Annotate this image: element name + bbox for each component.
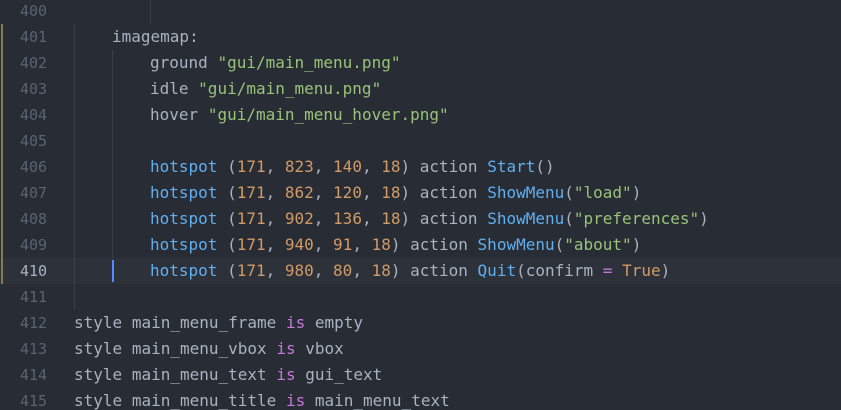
gutter: 402 [0, 50, 58, 76]
modified-marker [1, 50, 3, 76]
text-cursor [112, 260, 114, 282]
line-number: 401 [20, 28, 48, 46]
code-text: idle "gui/main_menu.png" [150, 79, 382, 98]
modified-marker [1, 258, 3, 284]
code-text: hotspot (171, 980, 80, 18) action Quit(c… [150, 261, 671, 280]
indent-guide [112, 76, 113, 102]
code-line[interactable]: 402 ground "gui/main_menu.png" [0, 50, 841, 76]
indent-guide [112, 50, 113, 76]
indent-guide [74, 180, 75, 206]
code-line[interactable]: 412 style main_menu_frame is empty [0, 310, 841, 336]
code-line[interactable]: 415 style main_menu_title is main_menu_t… [0, 388, 841, 410]
gutter: 400 [0, 0, 58, 24]
gutter: 410 [0, 258, 58, 284]
indent-guide [112, 180, 113, 206]
line-number: 402 [20, 54, 48, 72]
gutter: 403 [0, 76, 58, 102]
code-line[interactable]: 406 hotspot (171, 823, 140, 18) action S… [0, 154, 841, 180]
modified-marker [1, 180, 3, 206]
code-text: hover "gui/main_menu_hover.png" [150, 105, 449, 124]
indent-guide [74, 206, 75, 232]
code-line[interactable]: 414 style main_menu_text is gui_text [0, 362, 841, 388]
modified-marker [1, 206, 3, 232]
line-number: 406 [20, 158, 48, 176]
modified-marker [1, 24, 3, 50]
code-line[interactable]: 411 [0, 284, 841, 310]
gutter: 409 [0, 232, 58, 258]
gutter: 408 [0, 206, 58, 232]
gutter: 401 [0, 24, 58, 50]
line-number: 405 [20, 132, 48, 150]
code-text: style main_menu_text is gui_text [74, 365, 383, 384]
indent-guide [74, 76, 75, 102]
gutter: 415 [0, 388, 58, 410]
modified-marker [1, 76, 3, 102]
indent-guide [74, 128, 75, 154]
line-number: 410 [20, 262, 48, 280]
code-line[interactable]: 400 [0, 0, 841, 24]
gutter: 413 [0, 336, 58, 362]
line-number: 409 [20, 236, 48, 254]
code-text: style main_menu_title is main_menu_text [74, 391, 450, 410]
gutter: 407 [0, 180, 58, 206]
code-text: ground "gui/main_menu.png" [150, 53, 401, 72]
modified-marker [1, 154, 3, 180]
indent-guide [74, 24, 75, 50]
line-number: 403 [20, 80, 48, 98]
indent-guide [112, 102, 113, 128]
indent-guide [74, 50, 75, 76]
code-line[interactable]: 403 idle "gui/main_menu.png" [0, 76, 841, 102]
indent-guide [74, 102, 75, 128]
line-number: 411 [20, 288, 48, 306]
gutter: 414 [0, 362, 58, 388]
code-line[interactable]: 409 hotspot (171, 940, 91, 18) action Sh… [0, 232, 841, 258]
gutter: 404 [0, 102, 58, 128]
line-number: 415 [20, 392, 48, 410]
code-line[interactable]: 401 imagemap: [0, 24, 841, 50]
modified-marker [1, 232, 3, 258]
line-number: 404 [20, 106, 48, 124]
line-number: 412 [20, 314, 48, 332]
indent-guide [74, 284, 75, 310]
line-number: 407 [20, 184, 48, 202]
line-number: 400 [20, 2, 48, 20]
code-line[interactable]: 408 hotspot (171, 902, 136, 18) action S… [0, 206, 841, 232]
indent-guide [74, 232, 75, 258]
indent-guide [112, 206, 113, 232]
code-line[interactable]: 405 [0, 128, 841, 154]
gutter: 411 [0, 284, 58, 310]
modified-marker [1, 128, 3, 154]
code-line[interactable]: 407 hotspot (171, 862, 120, 18) action S… [0, 180, 841, 206]
indent-guide [74, 258, 75, 284]
line-number: 413 [20, 340, 48, 358]
code-text: hotspot (171, 862, 120, 18) action ShowM… [150, 183, 642, 202]
code-text: hotspot (171, 940, 91, 18) action ShowMe… [150, 235, 642, 254]
code-text: hotspot (171, 823, 140, 18) action Start… [150, 157, 555, 176]
gutter: 406 [0, 154, 58, 180]
indent-guide [74, 154, 75, 180]
indent-guide [112, 128, 113, 154]
code-line[interactable]: 413 style main_menu_vbox is vbox [0, 336, 841, 362]
indent-guide [150, 0, 151, 24]
code-text: hotspot (171, 902, 136, 18) action ShowM… [150, 209, 709, 228]
code-text: style main_menu_frame is empty [74, 313, 364, 332]
indent-guide [112, 232, 113, 258]
gutter: 405 [0, 128, 58, 154]
code-text: imagemap: [112, 27, 199, 46]
line-number: 408 [20, 210, 48, 228]
indent-guide [112, 154, 113, 180]
gutter: 412 [0, 310, 58, 336]
code-text: style main_menu_vbox is vbox [74, 339, 344, 358]
line-number: 414 [20, 366, 48, 384]
code-line-current[interactable]: 410 hotspot (171, 980, 80, 18) action Qu… [0, 258, 841, 284]
modified-marker [1, 102, 3, 128]
code-line[interactable]: 404 hover "gui/main_menu_hover.png" [0, 102, 841, 128]
